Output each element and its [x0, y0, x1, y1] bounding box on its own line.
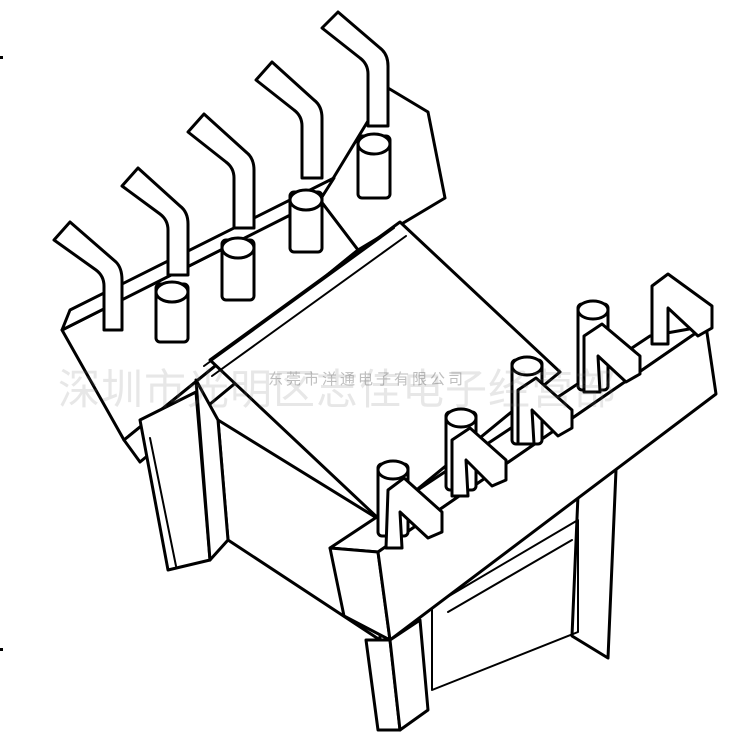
front-pins	[376, 272, 714, 550]
edge-mark-bottom	[0, 648, 3, 651]
edge-mark-top	[0, 56, 3, 59]
back-pin-5	[320, 10, 390, 128]
watermark-small: 东莞市洋通电子有限公司	[268, 370, 467, 388]
back-pins	[52, 10, 392, 344]
back-pin-2	[120, 166, 256, 302]
front-pin-3	[510, 355, 574, 446]
back-pin-3	[186, 112, 324, 254]
back-pin-4	[254, 60, 392, 200]
watermark-large: 深圳市光明区志佳电子经营部	[58, 365, 618, 414]
front-pin-4	[576, 299, 642, 394]
front-pin-2	[444, 407, 508, 498]
front-pin-1	[376, 459, 444, 550]
back-pin-1	[52, 220, 190, 344]
front-pin-5	[650, 272, 714, 346]
